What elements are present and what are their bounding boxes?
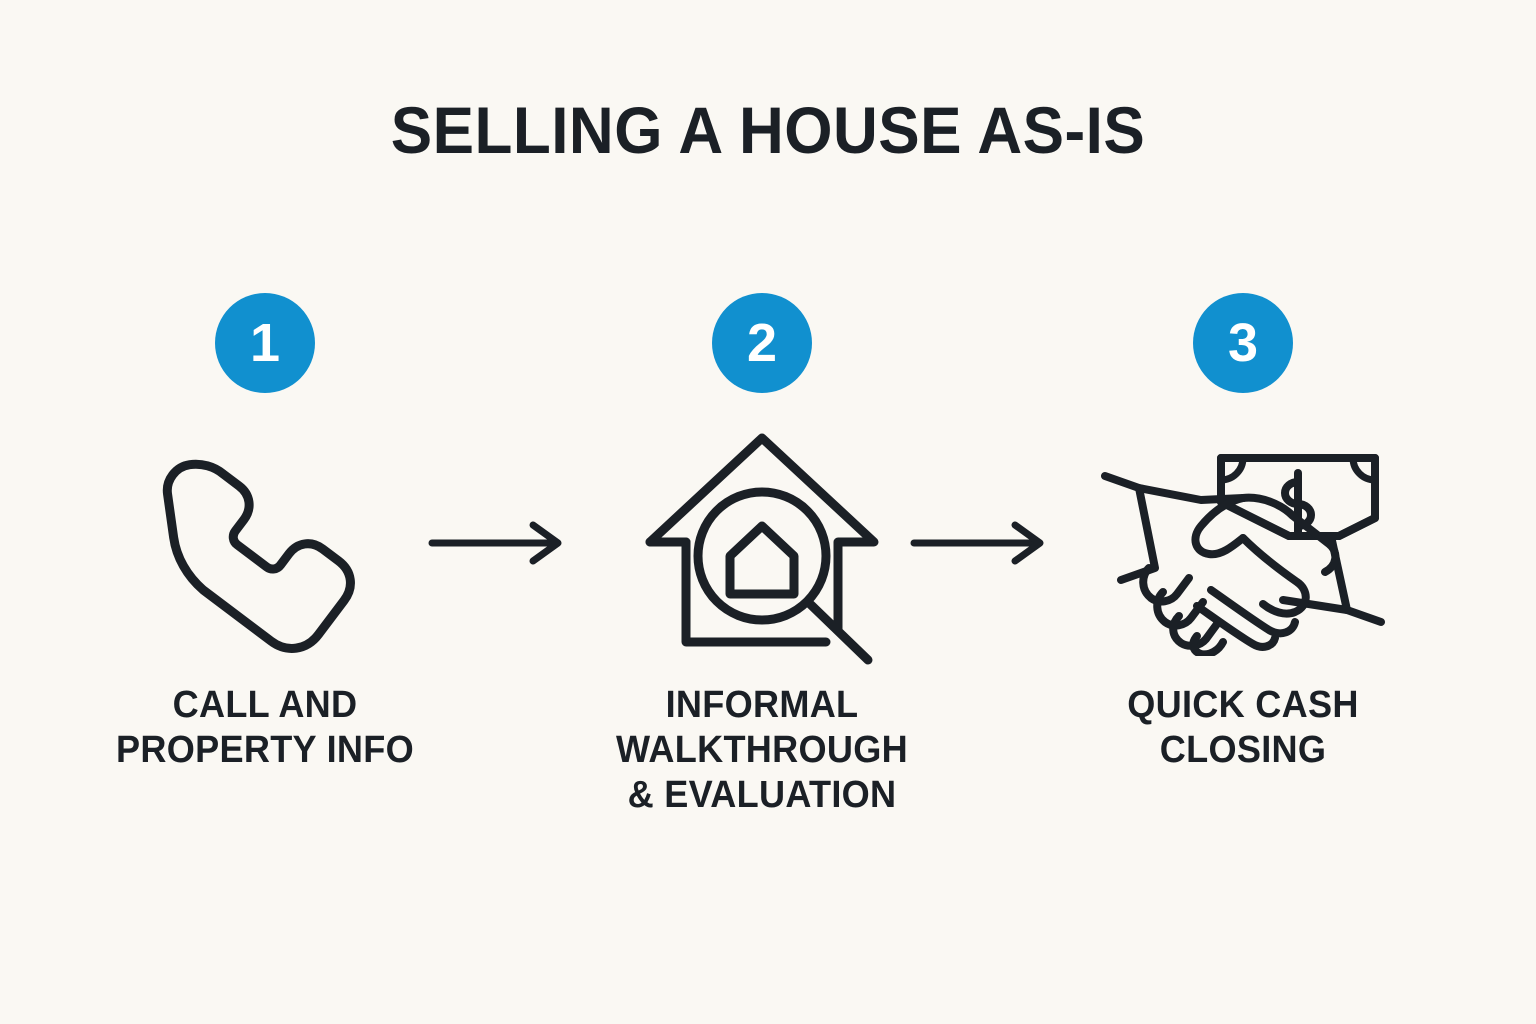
arrow-right-icon-2	[910, 520, 1050, 566]
steps-row: 1 CALL AND PROPERTY INFO 2	[0, 280, 1536, 920]
step-caption-1: CALL AND PROPERTY INFO	[66, 683, 465, 773]
step-caption-2: INFORMAL WALKTHROUGH & EVALUATION	[563, 683, 962, 817]
caption-line: QUICK CASH	[1127, 684, 1359, 726]
house-magnifier-icon	[552, 423, 972, 673]
step-item-1: 1 CALL AND PROPERTY INFO	[55, 280, 475, 920]
caption-line: & EVALUATION	[627, 773, 897, 816]
step-item-2: 2 INFORMAL WALKTHROUGH &	[552, 280, 972, 920]
step-number-badge-3: 3	[1193, 293, 1293, 393]
caption-line: WALKTHROUGH	[616, 728, 908, 771]
step-item-3: 3	[1033, 280, 1453, 920]
caption-line: CLOSING	[1159, 728, 1327, 771]
phone-handset-icon	[55, 423, 475, 673]
caption-line: CALL AND	[172, 684, 358, 726]
caption-line: INFORMAL	[665, 684, 859, 726]
arrow-right-icon-1	[428, 520, 568, 566]
step-number-badge-1: 1	[215, 293, 315, 393]
step-caption-3: QUICK CASH CLOSING	[1044, 683, 1443, 773]
caption-line: PROPERTY INFO	[116, 728, 414, 771]
page-title: SELLING A HOUSE AS-IS	[390, 93, 1146, 167]
step-number-badge-2: 2	[712, 293, 812, 393]
handshake-cash-icon	[1033, 423, 1453, 673]
